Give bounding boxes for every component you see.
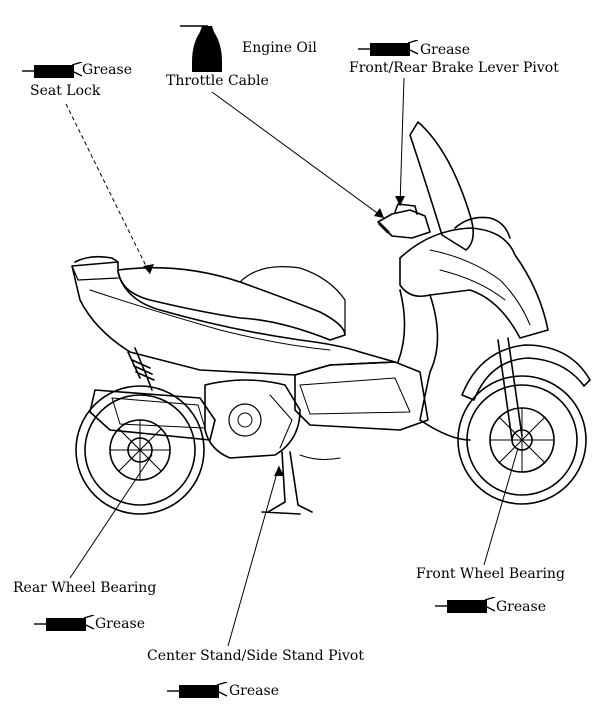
seat-lock-leader — [65, 103, 151, 275]
engine-unit — [204, 379, 301, 459]
front-wheel-bearing-leader — [483, 447, 519, 566]
grease-gun-icon — [435, 597, 496, 613]
muffler — [89, 389, 216, 441]
grease-gun-icon — [167, 682, 228, 698]
throttle-cable-label: Throttle Cable — [166, 73, 269, 89]
rear-wheel-bearing-label: Rear Wheel Bearing — [13, 580, 157, 596]
handlebar — [377, 209, 431, 239]
front-wheel — [457, 375, 587, 505]
front-wheel-bearing-label: Front Wheel Bearing — [416, 566, 565, 582]
front-wheel-bearing-grease-label: Grease — [496, 599, 546, 615]
seat-lock-grease-label: Grease — [82, 62, 132, 78]
stand-pivot-label: Center Stand/Side Stand Pivot — [147, 648, 364, 664]
front-fork — [497, 337, 523, 441]
brake-pivot-grease-label: Grease — [420, 42, 470, 58]
brake-lever — [394, 203, 418, 215]
brake-pivot-leader — [399, 77, 405, 207]
headlight — [454, 216, 511, 239]
oil-can-icon — [180, 25, 222, 72]
center-stand — [261, 451, 313, 515]
brake-pivot-label: Front/Rear Brake Lever Pivot — [349, 60, 559, 76]
throttle-cable-leader — [211, 91, 385, 219]
grab-rail — [74, 255, 119, 263]
grease-gun-icon — [358, 40, 419, 56]
stand-pivot-leader — [227, 465, 280, 647]
engine-oil-label: Engine Oil — [242, 40, 317, 56]
rear-wheel-bearing-leader — [69, 454, 153, 579]
front-cowl — [399, 227, 549, 339]
stand-pivot-grease-label: Grease — [229, 683, 279, 699]
grease-gun-icon — [22, 62, 83, 78]
rear-wheel — [75, 385, 205, 515]
windscreen — [409, 121, 474, 251]
rear-body — [71, 261, 396, 376]
rear-shock — [127, 347, 155, 391]
rear-wheel-bearing-grease-label: Grease — [95, 616, 145, 632]
grease-gun-icon — [34, 615, 95, 631]
seat-lock-label: Seat Lock — [30, 83, 101, 99]
